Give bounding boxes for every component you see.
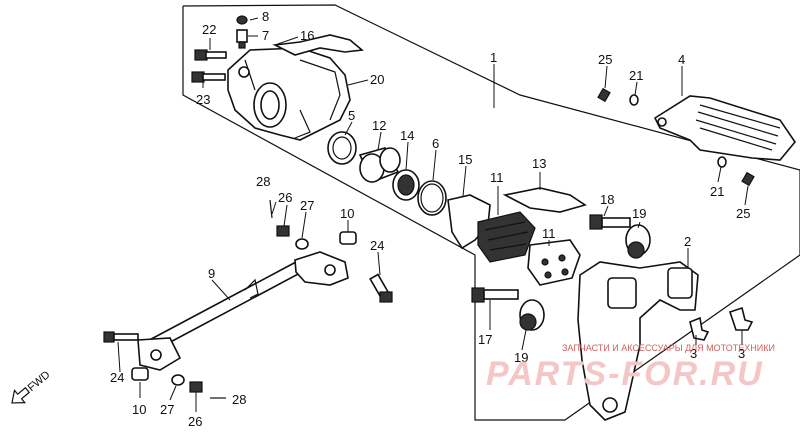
torque-rod bbox=[137, 251, 349, 371]
pin-boot-upper bbox=[625, 224, 651, 259]
callout-3-right: 3 bbox=[738, 346, 745, 361]
fwd-indicator: FWD bbox=[11, 369, 53, 404]
callout-5: 5 bbox=[348, 108, 355, 123]
washer-21-top bbox=[629, 94, 639, 106]
caliper-guard bbox=[653, 95, 797, 161]
bracket-hole bbox=[602, 397, 618, 413]
pad-clip-left bbox=[689, 316, 710, 341]
screw-25-top bbox=[597, 87, 611, 103]
callout-24-upper: 24 bbox=[370, 238, 384, 253]
callout-21-bottom: 21 bbox=[710, 184, 724, 199]
callout-7: 7 bbox=[262, 28, 269, 43]
piston bbox=[358, 147, 401, 184]
washer-27-upper bbox=[295, 238, 309, 250]
bolt-24-lower bbox=[103, 331, 139, 343]
callout-14: 14 bbox=[400, 128, 414, 143]
o-ring bbox=[417, 180, 447, 216]
callout-8: 8 bbox=[262, 9, 269, 24]
bleeder-cap bbox=[236, 15, 248, 25]
callout-17: 17 bbox=[478, 332, 492, 347]
callout-11-lower: 11 bbox=[542, 226, 556, 241]
callout-24-lower: 24 bbox=[110, 370, 124, 385]
bleeder-valve bbox=[236, 29, 248, 49]
callout-26-upper: 26 bbox=[278, 190, 292, 205]
callout-15: 15 bbox=[458, 152, 472, 167]
callout-27-lower: 27 bbox=[160, 402, 174, 417]
nut-26-upper bbox=[276, 225, 290, 237]
pad-spring bbox=[272, 34, 364, 56]
callout-20: 20 bbox=[370, 72, 384, 87]
callout-26-lower: 26 bbox=[188, 414, 202, 429]
washer-21-bottom bbox=[717, 156, 727, 168]
pad-clip-right bbox=[728, 306, 754, 331]
anti-rattle-shim bbox=[502, 187, 587, 213]
assembly-outline bbox=[182, 4, 800, 421]
fwd-arrow-icon bbox=[11, 386, 31, 404]
bolt-23 bbox=[191, 71, 226, 83]
collar-10-upper bbox=[339, 231, 357, 245]
callout-19-upper: 19 bbox=[632, 206, 646, 221]
callout-18: 18 bbox=[600, 192, 614, 207]
brake-pad-inner bbox=[477, 211, 536, 263]
bolt-22 bbox=[194, 49, 227, 61]
callout-12: 12 bbox=[372, 118, 386, 133]
dust-seal bbox=[327, 131, 357, 165]
callout-3-left: 3 bbox=[690, 346, 697, 361]
watermark-logo: PARTS-FOR.RU bbox=[486, 355, 764, 393]
callout-19-lower: 19 bbox=[514, 350, 528, 365]
callout-6: 6 bbox=[432, 136, 439, 151]
piston-seal bbox=[392, 169, 420, 201]
callout-23: 23 bbox=[196, 92, 210, 107]
callout-21-top: 21 bbox=[629, 68, 643, 83]
callout-11-upper: 11 bbox=[490, 170, 504, 185]
callout-9: 9 bbox=[208, 266, 215, 281]
callout-13: 13 bbox=[532, 156, 546, 171]
watermark-tagline: ЗАПЧАСТИ И АКСЕССУАРЫ ДЛЯ МОТОТЕХНИКИ bbox=[562, 343, 775, 353]
brake-pad-outer bbox=[527, 239, 581, 286]
pin-boot-lower bbox=[519, 299, 545, 331]
callout-25-top: 25 bbox=[598, 52, 612, 67]
rod-clip bbox=[244, 278, 259, 299]
callout-27-upper: 27 bbox=[300, 198, 314, 213]
callout-22: 22 bbox=[202, 22, 216, 37]
slide-pin-17 bbox=[471, 287, 519, 303]
fwd-label: FWD bbox=[26, 369, 53, 394]
callout-2: 2 bbox=[684, 234, 691, 249]
leader-lines bbox=[117, 17, 749, 412]
cotter-pin-upper bbox=[269, 199, 273, 219]
callout-4: 4 bbox=[678, 52, 685, 67]
callout-16: 16 bbox=[300, 28, 314, 43]
bolt-24-upper bbox=[369, 273, 393, 303]
bracket-boss bbox=[607, 277, 637, 309]
callout-10-upper: 10 bbox=[340, 206, 354, 221]
nut-26-lower bbox=[189, 381, 203, 393]
screw-25-bottom bbox=[741, 171, 755, 187]
callout-25-bottom: 25 bbox=[736, 206, 750, 221]
washer-27-lower bbox=[171, 374, 185, 386]
callout-10-lower: 10 bbox=[132, 402, 146, 417]
bracket-boss-2 bbox=[667, 267, 693, 299]
callout-28-upper: 28 bbox=[256, 174, 270, 189]
callout-28-lower: 28 bbox=[232, 392, 246, 407]
caliper-body bbox=[227, 47, 351, 141]
callout-1: 1 bbox=[490, 50, 497, 65]
collar-10-lower bbox=[131, 367, 149, 381]
slide-pin-18 bbox=[589, 214, 631, 230]
